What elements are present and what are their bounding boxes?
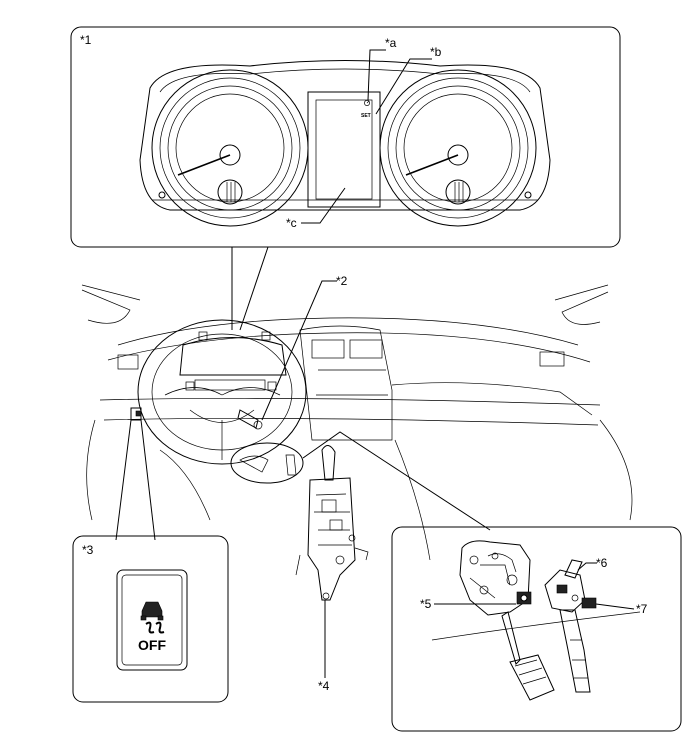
accelerator-pedal-sensor [544, 569, 586, 613]
console-side-line [394, 439, 431, 561]
callout-label-2: *2 [336, 274, 348, 288]
switch-connector-line [140, 419, 156, 541]
accel-pedal-small [285, 454, 297, 476]
leader-line-b [375, 58, 432, 115]
steering-spoke [164, 387, 281, 396]
meter-in-dash [179, 337, 287, 376]
shift-lever-assembly [307, 445, 369, 601]
callout-label-3: *3 [82, 543, 94, 557]
floor-line [431, 611, 641, 641]
callout-label-b: *b [430, 45, 442, 59]
screw-hole [524, 191, 532, 199]
dash-top-line-2 [107, 332, 591, 363]
pedal-connector-line [302, 431, 491, 531]
stop-light-switch [516, 591, 532, 605]
screw-hole [158, 191, 166, 199]
accelerator-sensor-connector [581, 597, 597, 609]
meter-housing [139, 60, 551, 211]
right-door-line [599, 419, 633, 521]
dash-lower-line [99, 397, 601, 406]
vsc-off-switch-panel: *3 OFF [72, 535, 229, 703]
accelerator-pad-grooves [570, 639, 588, 679]
switch-connector-line [115, 419, 132, 541]
dash-top-line [117, 317, 579, 346]
brake-pedal-bracket [459, 540, 531, 616]
vsc-off-switch [116, 569, 188, 671]
center-vent-left [311, 339, 345, 359]
mount-tab [267, 381, 277, 391]
callout-label-a: *a [385, 36, 397, 50]
left-floor-line [159, 449, 211, 521]
mount-tab [185, 381, 195, 391]
pedal-callout-frame [391, 526, 682, 732]
callout-label-4: *4 [318, 679, 330, 693]
combination-meter-panel: *1 [70, 26, 621, 248]
display-screen [315, 99, 373, 200]
cruise-control-switch [237, 409, 263, 430]
brake-pedal-pad [509, 654, 555, 701]
center-panel-lines [316, 369, 388, 396]
callout-label-6: *6 [596, 556, 608, 570]
vehicle-interior: *2 *4 [81, 274, 633, 693]
pedal-area-highlight [230, 442, 304, 484]
dash-lower-line-2 [103, 417, 599, 426]
accelerator-pedal-arm [559, 609, 591, 693]
passenger-dash-line [391, 382, 593, 416]
right-a-pillar [554, 284, 609, 325]
off-label: OFF [138, 637, 166, 653]
leader-line-c [301, 187, 346, 224]
brake-pedal-small [239, 455, 269, 473]
meter-connector-line [239, 246, 269, 331]
mount-tab [261, 331, 271, 341]
tachometer-gauge [379, 69, 537, 227]
gauge-needle [177, 154, 231, 176]
left-a-pillar [81, 284, 141, 324]
leader-line-6 [577, 562, 597, 571]
cruise-control-indicator [364, 100, 370, 106]
center-stack [299, 325, 393, 441]
accelerator-pedal-rod [564, 559, 583, 579]
sub-gauge [445, 179, 471, 205]
switch-callout-frame [72, 535, 229, 703]
callout-label-7: *7 [636, 602, 648, 616]
leader-line-2 [261, 280, 337, 421]
center-vent-right [349, 339, 383, 359]
callout-label-1: *1 [80, 33, 92, 47]
left-air-vent [117, 354, 139, 370]
left-door-line [86, 419, 96, 521]
gauge-needle [405, 154, 459, 176]
vehicle-skid-icon [140, 601, 165, 634]
shift-lever-details [314, 493, 352, 546]
callout-label-c: *c [286, 216, 297, 230]
brake-pedal-arm [501, 611, 521, 665]
sub-gauge [217, 179, 243, 205]
meter-callout-frame [70, 26, 621, 248]
steering-wheel [137, 319, 307, 465]
leader-line-7 [595, 603, 635, 610]
gauge-hub [219, 144, 241, 166]
shift-lever-body [307, 477, 356, 601]
console-edge-line [295, 554, 301, 576]
brake-pad-grooves [514, 659, 547, 685]
speedometer-gauge [151, 69, 309, 227]
callout-label-5: *5 [420, 597, 432, 611]
gauge-hub [447, 144, 469, 166]
shift-knob [321, 445, 336, 481]
meter-hood-line [159, 68, 531, 93]
vsc-off-switch-face [135, 410, 142, 417]
pedal-detail-panel: *5 *6 *7 [391, 526, 682, 732]
mount-tab [198, 331, 208, 341]
meter-lower-trim [194, 379, 266, 391]
set-indicator: SET [361, 113, 371, 119]
multi-information-display [307, 91, 381, 208]
right-air-vent [539, 351, 565, 367]
vsc-off-switch-face [121, 574, 183, 666]
leader-line-a [367, 49, 386, 101]
